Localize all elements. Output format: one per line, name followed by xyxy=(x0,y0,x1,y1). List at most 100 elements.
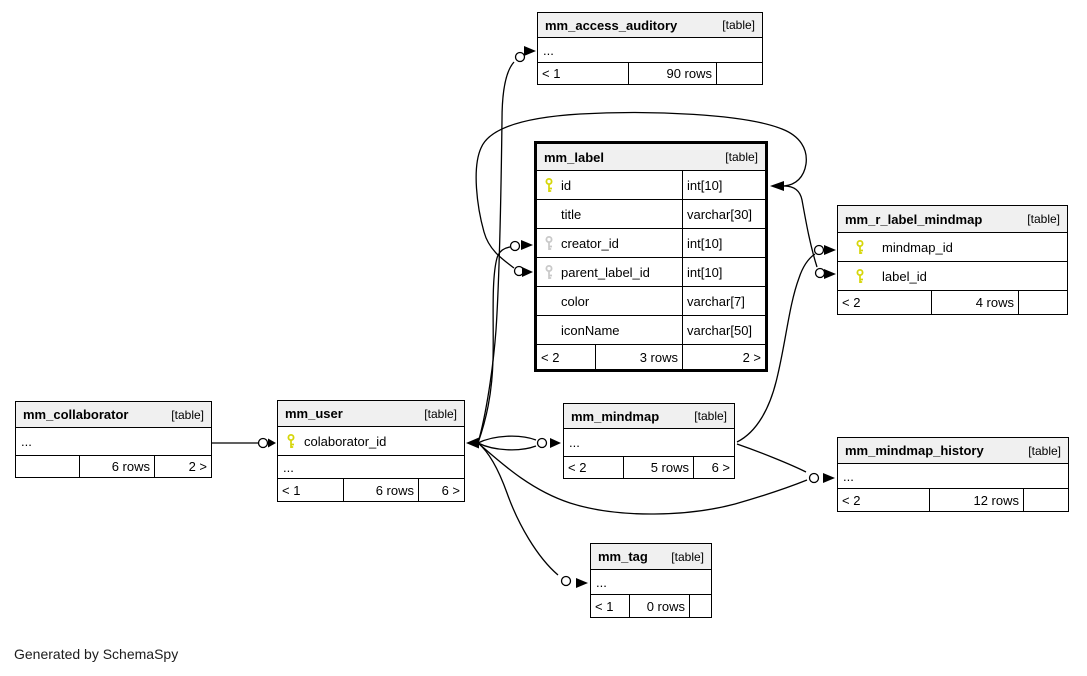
children-cell xyxy=(1023,489,1068,511)
table-header: mm_access_auditory [table] xyxy=(538,13,762,38)
column-name: creator_id xyxy=(561,235,619,251)
parents-cell: < 2 xyxy=(842,492,861,508)
edge-user-mindmap-1 xyxy=(477,435,537,444)
row-count-cell: 0 rows xyxy=(629,595,689,617)
edge-user-tag xyxy=(477,442,559,576)
column-name: mindmap_id xyxy=(882,239,953,255)
column-type: int[10] xyxy=(682,171,765,199)
table-header: mm_mindmap [table] xyxy=(564,404,734,429)
table-tag: [table] xyxy=(722,18,755,32)
children-cell xyxy=(1018,291,1067,314)
table-name[interactable]: mm_r_label_mindmap xyxy=(845,211,983,227)
table-tag: [table] xyxy=(1028,443,1061,458)
table-mm_label[interactable]: mm_label [table] id int[10] title varcha… xyxy=(534,141,768,372)
column-row: creator_id int[10] xyxy=(537,229,765,258)
table-footer: < 1 90 rows xyxy=(538,63,762,84)
table-name[interactable]: mm_user xyxy=(285,406,343,421)
column-row: ... xyxy=(538,38,762,63)
table-name[interactable]: mm_tag xyxy=(598,549,648,564)
table-name[interactable]: mm_access_auditory xyxy=(545,17,678,33)
table-footer: < 1 0 rows xyxy=(591,595,711,617)
column-row: color varchar[7] xyxy=(537,287,765,316)
table-header: mm_collaborator [table] xyxy=(16,402,211,428)
column-row: label_id xyxy=(838,262,1067,291)
table-name[interactable]: mm_mindmap_history xyxy=(845,443,984,458)
column-name: iconName xyxy=(561,322,620,338)
column-type: int[10] xyxy=(682,229,765,257)
primary-key-icon xyxy=(856,268,864,283)
table-footer: < 2 12 rows xyxy=(838,489,1068,511)
row-count-cell: 3 rows xyxy=(595,345,682,369)
table-header: mm_tag [table] xyxy=(591,544,711,570)
column-row: ... xyxy=(278,456,464,479)
table-footer: < 1 6 rows 6 > xyxy=(278,479,464,501)
table-mm_r_label_mindmap[interactable]: mm_r_label_mindmap [table] mindmap_id la… xyxy=(837,205,1068,315)
column-name: parent_label_id xyxy=(561,264,650,280)
parents-cell xyxy=(16,456,79,477)
children-cell: 6 > xyxy=(418,479,464,501)
children-cell xyxy=(716,63,762,84)
primary-key-icon xyxy=(856,239,864,254)
primary-key-icon xyxy=(287,433,295,448)
table-footer: < 2 4 rows xyxy=(838,291,1067,314)
column-name: id xyxy=(561,177,572,193)
foreign-key-icon xyxy=(545,235,553,250)
column-row: ... xyxy=(16,428,211,456)
table-header: mm_label [table] xyxy=(537,144,765,171)
column-type: varchar[30] xyxy=(682,200,765,228)
column-row: title varchar[30] xyxy=(537,200,765,229)
table-tag: [table] xyxy=(1027,212,1060,226)
parents-cell: < 2 xyxy=(842,295,861,310)
column-row: mindmap_id xyxy=(838,233,1067,262)
column-row: ... xyxy=(838,464,1068,489)
table-tag: [table] xyxy=(171,407,204,422)
table-mm_mindmap[interactable]: mm_mindmap [table] ... < 2 5 rows 6 > xyxy=(563,403,735,479)
row-count-cell: 12 rows xyxy=(929,489,1023,511)
table-header: mm_user [table] xyxy=(278,401,464,427)
column-name: label_id xyxy=(882,268,927,284)
edge-user-access_auditory xyxy=(477,61,515,444)
table-mm_mindmap_history[interactable]: mm_mindmap_history [table] ... < 2 12 ro… xyxy=(837,437,1069,512)
table-name[interactable]: mm_mindmap xyxy=(571,408,660,424)
table-footer: 6 rows 2 > xyxy=(16,456,211,477)
edge-user-label-creator xyxy=(477,246,511,444)
table-mm_access_auditory[interactable]: mm_access_auditory [table] ... < 1 90 ro… xyxy=(537,12,763,85)
table-mm_user[interactable]: mm_user [table] colaborator_id ... < 1 6… xyxy=(277,400,465,502)
primary-key-icon xyxy=(545,177,553,192)
table-tag: [table] xyxy=(725,150,758,164)
column-name: colaborator_id xyxy=(304,433,387,449)
parents-cell: < 2 xyxy=(541,349,560,365)
children-cell: 2 > xyxy=(154,456,211,477)
row-count-cell: 90 rows xyxy=(628,63,716,84)
children-cell: 6 > xyxy=(693,457,734,478)
column-row: id int[10] xyxy=(537,171,765,200)
edge-rlabel-label xyxy=(783,185,818,268)
row-count-cell: 4 rows xyxy=(931,291,1018,314)
edge-mindmap-history xyxy=(736,443,807,473)
table-name[interactable]: mm_label xyxy=(544,149,604,165)
column-type: int[10] xyxy=(682,258,765,286)
column-row: colaborator_id xyxy=(278,427,464,456)
table-mm_tag[interactable]: mm_tag [table] ... < 1 0 rows xyxy=(590,543,712,618)
column-row: ... xyxy=(564,429,734,457)
children-cell: 2 > xyxy=(682,345,765,369)
table-header: mm_mindmap_history [table] xyxy=(838,438,1068,464)
table-footer: < 2 5 rows 6 > xyxy=(564,457,734,478)
column-name: title xyxy=(561,206,582,222)
children-cell xyxy=(689,595,711,617)
table-footer: < 2 3 rows 2 > xyxy=(537,345,765,369)
column-name: color xyxy=(561,293,590,309)
table-mm_collaborator[interactable]: mm_collaborator [table] ... 6 rows 2 > xyxy=(15,401,212,478)
table-tag: [table] xyxy=(671,549,704,564)
table-name[interactable]: mm_collaborator xyxy=(23,407,129,422)
parents-cell: < 1 xyxy=(595,598,614,614)
edge-user-mindmap-2 xyxy=(477,442,537,451)
parents-cell: < 2 xyxy=(568,460,587,475)
parents-cell: < 1 xyxy=(542,66,561,81)
generator-note: Generated by SchemaSpy xyxy=(14,646,179,662)
table-tag: [table] xyxy=(694,409,727,423)
table-tag: [table] xyxy=(424,406,457,421)
column-row: iconName varchar[50] xyxy=(537,316,765,345)
foreign-key-icon xyxy=(545,264,553,279)
